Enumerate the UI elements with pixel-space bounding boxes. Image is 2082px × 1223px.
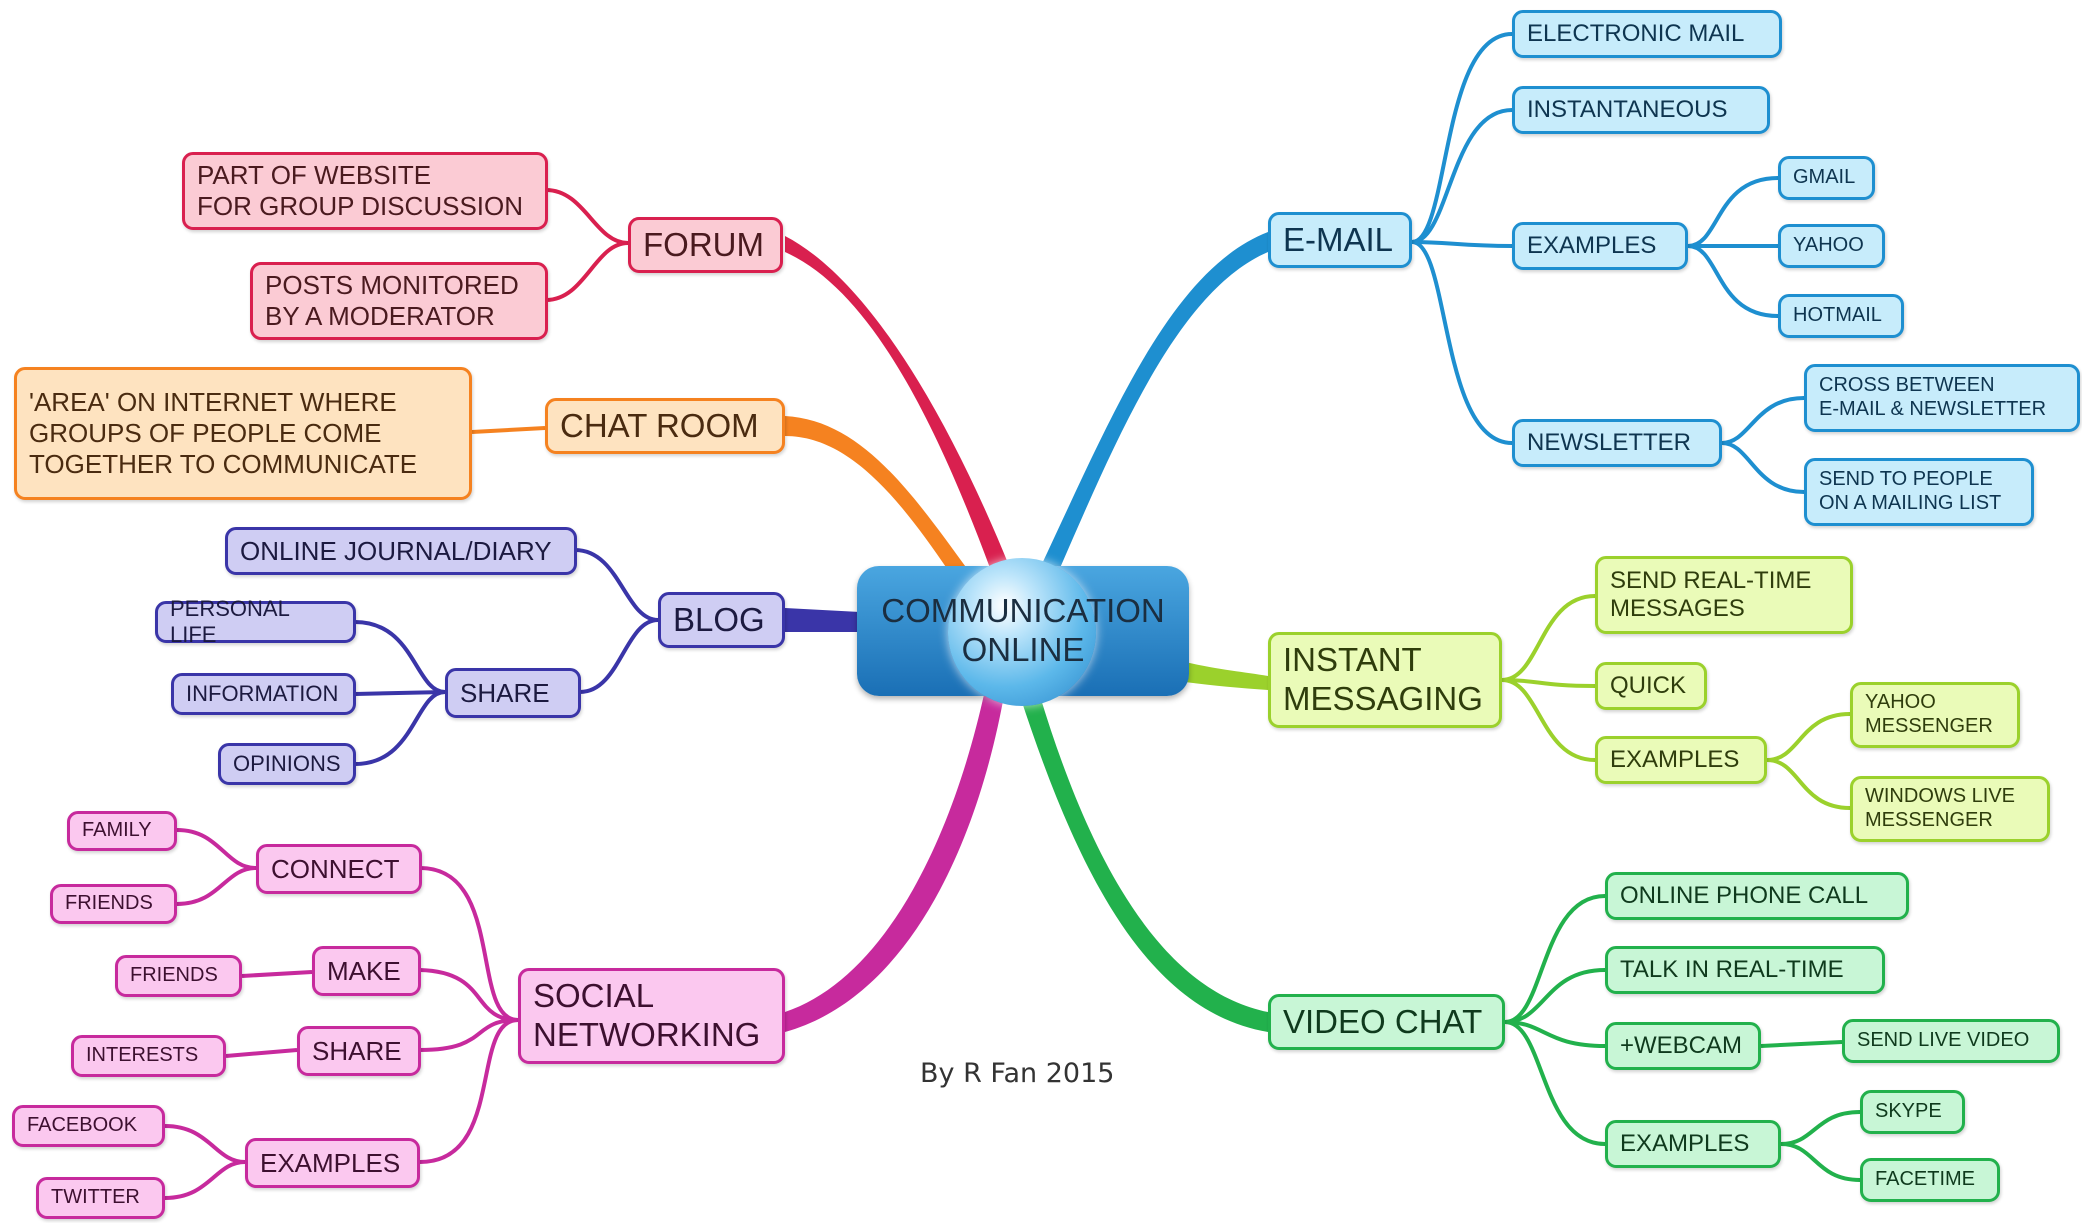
main-branch-blog [785,608,860,632]
link-newsletter-send [1721,441,1805,494]
main-branch-video [1020,696,1268,1032]
link-im-realtime [1501,594,1596,682]
topic-instant-messaging[interactable]: INSTANT MESSAGING [1268,632,1502,728]
social-connect-family[interactable]: FAMILY [67,811,177,851]
link-forum-website [545,188,629,245]
blog-share-opinions[interactable]: OPINIONS [218,743,356,785]
link-share-interests [225,1048,298,1058]
chat-room-detail-area[interactable]: 'AREA' ON INTERNET WHERE GROUPS OF PEOPL… [14,367,472,500]
topic-social-networking[interactable]: SOCIAL NETWORKING [518,968,785,1064]
video-examples-facetime[interactable]: FACETIME [1860,1158,2000,1202]
link-examples-facetime [1780,1142,1861,1182]
link-email-electronic [1411,32,1513,244]
email-examples-yahoo[interactable]: YAHOO [1778,224,1885,268]
link-video-examples [1504,1020,1606,1146]
main-branch-chat-room [785,416,968,570]
im-examples-windows-live[interactable]: WINDOWS LIVE MESSENGER [1850,776,2050,842]
link-share-opinions [354,690,446,766]
link-social-make [419,968,519,1022]
social-share[interactable]: SHARE [297,1026,421,1076]
main-branch-im [1185,662,1268,690]
video-online-phone-call[interactable]: ONLINE PHONE CALL [1605,872,1909,920]
central-topic-label: COMMUNICATION ONLINE [881,592,1165,668]
link-examples-skype [1780,1110,1861,1146]
link-share-information [354,690,446,696]
link-webcam-live [1760,1040,1843,1048]
link-forum-moderator [545,241,629,302]
topic-chat-room[interactable]: CHAT ROOM [545,398,785,454]
link-social-share [419,1018,519,1052]
link-examples-yahoo-messenger [1766,712,1851,762]
blog-share-personal-life[interactable]: PERSONAL LIFE [155,596,356,647]
forum-detail-moderator[interactable]: POSTS MONITORED BY A MODERATOR [250,262,548,340]
main-branch-forum [785,236,1010,568]
link-examples-gmail [1687,176,1779,248]
link-share-personal [354,620,446,694]
video-webcam[interactable]: +WEBCAM [1605,1022,1761,1070]
email-examples-gmail[interactable]: GMAIL [1778,156,1875,200]
social-make-friends[interactable]: FRIENDS [115,955,242,997]
link-video-webcam [1504,1020,1606,1048]
email-newsletter-send[interactable]: SEND TO PEOPLE ON A MAILING LIST [1804,458,2034,526]
email-instantaneous[interactable]: INSTANTANEOUS [1512,86,1770,134]
forum-detail-website[interactable]: PART OF WEBSITE FOR GROUP DISCUSSION [182,152,548,230]
link-blog-share [579,618,659,694]
email-electronic-mail[interactable]: ELECTRONIC MAIL [1512,10,1782,58]
link-im-examples [1501,678,1596,762]
link-blog-journal [574,548,659,622]
topic-email[interactable]: E-MAIL [1268,212,1412,268]
link-examples-facebook [164,1124,246,1164]
link-make-friends [241,970,313,978]
social-examples-facebook[interactable]: FACEBOOK [12,1105,165,1147]
im-send-real-time[interactable]: SEND REAL-TIME MESSAGES [1595,556,1853,634]
link-connect-family [176,828,257,870]
link-connect-friends [176,866,257,906]
main-branch-social [785,690,1005,1032]
globe-icon [948,558,1096,706]
social-connect[interactable]: CONNECT [256,844,422,894]
email-examples-hotmail[interactable]: HOTMAIL [1778,294,1904,338]
topic-forum[interactable]: FORUM [628,217,783,273]
link-examples-hotmail [1687,244,1779,318]
link-newsletter-cross [1721,396,1805,445]
link-email-examples [1411,240,1513,248]
link-social-connect [419,866,519,1022]
social-examples[interactable]: EXAMPLES [245,1138,420,1188]
link-examples-windows-messenger [1766,758,1851,810]
video-examples-skype[interactable]: SKYPE [1860,1090,1965,1134]
social-share-interests[interactable]: INTERESTS [71,1035,226,1077]
social-connect-friends[interactable]: FRIENDS [50,884,177,924]
im-examples-yahoo-messenger[interactable]: YAHOO MESSENGER [1850,682,2020,748]
video-examples[interactable]: EXAMPLES [1605,1120,1781,1168]
im-examples[interactable]: EXAMPLES [1595,736,1767,784]
blog-share[interactable]: SHARE [445,668,581,718]
link-examples-twitter [164,1160,246,1200]
video-send-live-video[interactable]: SEND LIVE VIDEO [1842,1019,2060,1063]
video-talk-real-time[interactable]: TALK IN REAL-TIME [1605,946,1885,994]
link-social-examples [419,1018,519,1164]
email-examples[interactable]: EXAMPLES [1512,222,1688,270]
blog-share-information[interactable]: INFORMATION [171,673,356,715]
social-examples-twitter[interactable]: TWITTER [36,1177,165,1219]
link-email-instant [1411,108,1513,244]
topic-video-chat[interactable]: VIDEO CHAT [1268,994,1505,1050]
email-newsletter[interactable]: NEWSLETTER [1512,419,1722,467]
im-quick[interactable]: QUICK [1595,662,1707,710]
social-make[interactable]: MAKE [312,946,421,996]
topic-blog[interactable]: BLOG [658,592,785,648]
link-chat-area [471,426,546,434]
author-credit: By R Fan 2015 [920,1058,1115,1089]
email-newsletter-cross[interactable]: CROSS BETWEEN E-MAIL & NEWSLETTER [1804,364,2080,432]
link-video-talk [1504,968,1606,1024]
main-branch-email [1040,232,1268,568]
link-email-newsletter [1411,240,1513,445]
link-video-phone [1504,894,1606,1024]
blog-journal[interactable]: ONLINE JOURNAL/DIARY [225,527,577,575]
